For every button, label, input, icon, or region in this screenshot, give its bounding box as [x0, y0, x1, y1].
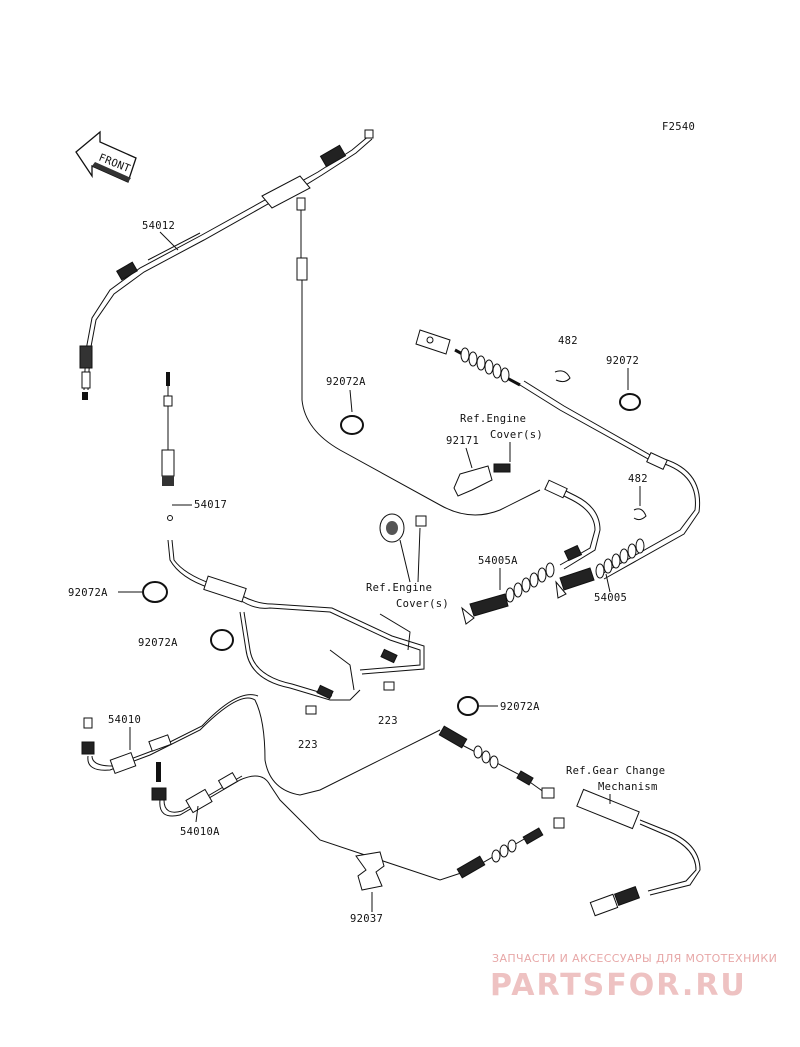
part-92072-right: 92072 — [606, 355, 639, 367]
part-92171: 92171 — [446, 435, 479, 447]
clip-482-upper — [554, 370, 571, 383]
part-54012: 54012 — [142, 220, 175, 232]
cable-center-long — [296, 197, 541, 516]
watermark-brand: PARTSFOR.RU — [490, 968, 747, 1003]
clamp-92037 — [355, 851, 385, 891]
part-223-a: 223 — [378, 715, 398, 727]
figure-code: F2540 — [662, 121, 695, 133]
cable-54005 — [415, 329, 701, 599]
part-54010: 54010 — [108, 714, 141, 726]
part-54010A: 54010A — [180, 826, 220, 838]
clamp-92072A-left — [142, 581, 168, 603]
part-54017: 54017 — [194, 499, 227, 511]
ref-gear-change-1: Ref.Gear Change — [566, 765, 665, 777]
clamp-92072A-lower — [457, 696, 479, 716]
part-54005: 54005 — [594, 592, 627, 604]
part-92072A-upper: 92072A — [326, 376, 366, 388]
clamp-92072 — [619, 393, 641, 411]
part-92072A-left: 92072A — [68, 587, 108, 599]
grommet-part — [379, 513, 427, 543]
ref-engine-cover-top-2: Cover(s) — [490, 429, 543, 441]
ref-engine-cover-mid-2: Cover(s) — [396, 598, 449, 610]
ref-engine-cover-top-1: Ref.Engine — [460, 413, 526, 425]
part-92072A-mid: 92072A — [138, 637, 178, 649]
cable-harness-middle — [167, 539, 425, 715]
clip-482-mid — [633, 508, 647, 521]
cable-54017 — [161, 372, 175, 521]
cable-gear-change — [438, 725, 701, 917]
part-223-b: 223 — [298, 739, 318, 751]
part-482-upper: 482 — [558, 335, 578, 347]
watermark-tagline: ЗАПЧАСТИ И АКСЕССУАРЫ ДЛЯ МОТОТЕХНИКИ — [492, 952, 777, 965]
part-92037: 92037 — [350, 913, 383, 925]
cable-54010 — [81, 694, 441, 796]
front-arrow-icon: FRONT — [75, 130, 137, 183]
clamp-92072A-mid — [210, 629, 234, 651]
part-92072A-lower: 92072A — [500, 701, 540, 713]
clamp-92072A-upper — [340, 415, 364, 435]
cable-54012 — [79, 129, 374, 400]
ref-engine-cover-mid-1: Ref.Engine — [366, 582, 432, 594]
cable-54005A — [461, 479, 601, 625]
bracket-92171 — [453, 463, 511, 497]
part-54005A: 54005A — [478, 555, 518, 567]
ref-gear-change-2: Mechanism — [598, 781, 658, 793]
cable-54010A — [151, 762, 541, 881]
part-482-mid: 482 — [628, 473, 648, 485]
